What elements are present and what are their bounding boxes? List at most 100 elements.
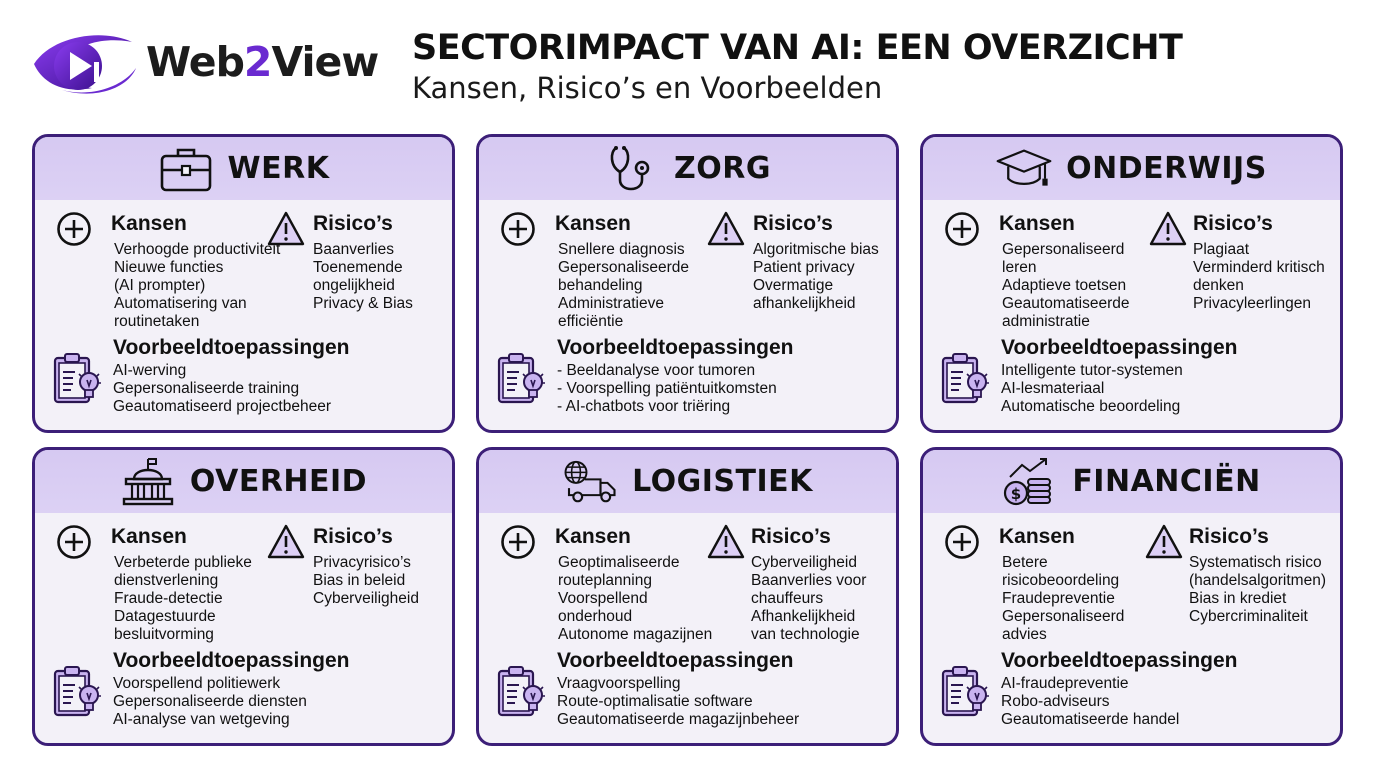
opportunity-item: behandeling: [558, 277, 643, 294]
risk-item: Algoritmische bias: [753, 241, 879, 258]
example-item: Automatische beoordeling: [1001, 398, 1181, 415]
clipboard-lightbulb-icon: [939, 350, 995, 406]
card-header: FINANCIËN: [923, 450, 1340, 513]
clipboard-lightbulb-icon: [495, 350, 551, 406]
opportunities-heading: Kansen: [999, 525, 1075, 548]
plus-circle-icon: [943, 523, 981, 561]
sector-title: OVERHEID: [189, 464, 368, 499]
clipboard-lightbulb-icon: [939, 663, 995, 719]
opportunity-item: Verbeterde publieke: [114, 554, 252, 571]
examples-heading: Voorbeeldtoepassingen: [557, 336, 794, 359]
example-item: AI-lesmateriaal: [1001, 380, 1105, 397]
clipboard-lightbulb-icon: [51, 663, 107, 719]
opportunity-item: onderhoud: [558, 608, 633, 625]
sector-title: LOGISTIEK: [632, 464, 813, 499]
opportunity-item: advies: [1002, 626, 1047, 643]
opportunity-item: administratie: [1002, 313, 1090, 330]
examples-heading: Voorbeeldtoepassingen: [1001, 649, 1238, 672]
example-item: AI-analyse van wetgeving: [113, 711, 290, 728]
opportunity-item: (AI prompter): [114, 277, 206, 294]
warning-triangle-icon: [707, 523, 745, 561]
example-item: Robo-adviseurs: [1001, 693, 1110, 710]
risk-item: Privacyleerlingen: [1193, 295, 1312, 312]
risk-item: Privacy & Bias: [313, 295, 413, 312]
opportunity-item: Voorspellend: [558, 590, 648, 607]
risk-item: Plagiaat: [1193, 241, 1250, 258]
risk-item: Cybercriminaliteit: [1189, 608, 1308, 625]
risk-item: Cyberveiligheid: [313, 590, 419, 607]
opportunity-item: Administratieve: [558, 295, 664, 312]
opportunity-item: Verhoogde productiviteit: [114, 241, 281, 258]
stethoscope-icon: [604, 144, 660, 194]
warning-triangle-icon: [1149, 210, 1187, 248]
coins-growth-icon: [1002, 457, 1058, 507]
risk-item: Toenemende: [313, 259, 403, 276]
risks-heading: Risico’s: [1193, 212, 1273, 235]
example-item: Intelligente tutor-systemen: [1001, 362, 1183, 379]
opportunity-item: Adaptieve toetsen: [1002, 277, 1127, 294]
opportunity-item: efficiëntie: [558, 313, 624, 330]
opportunity-item: Gepersonaliseerde: [558, 259, 689, 276]
brand-name: Web2View: [146, 38, 379, 86]
opportunity-item: Gepersonaliseerd: [1002, 608, 1125, 625]
opportunity-item: Nieuwe functies: [114, 259, 224, 276]
opportunity-item: Snellere diagnosis: [558, 241, 685, 258]
opportunities-heading: Kansen: [555, 525, 631, 548]
examples-heading: Voorbeeldtoepassingen: [113, 649, 350, 672]
clipboard-lightbulb-icon: [495, 663, 551, 719]
opportunity-item: Datagestuurde: [114, 608, 216, 625]
example-item: Geautomatiseerde magazijnbeheer: [557, 711, 800, 728]
risk-item: denken: [1193, 277, 1244, 294]
government-building-icon: [120, 457, 176, 507]
examples-heading: Voorbeeldtoepassingen: [557, 649, 794, 672]
warning-triangle-icon: [267, 210, 305, 248]
opportunity-item: leren: [1002, 259, 1037, 276]
page-title: SECTORIMPACT VAN AI: EEN OVERZICHT: [412, 28, 1183, 68]
risk-item: afhankelijkheid: [753, 295, 856, 312]
plus-circle-icon: [499, 523, 537, 561]
risk-item: Privacyrisico’s: [313, 554, 411, 571]
opportunity-item: routinetaken: [114, 313, 200, 330]
opportunity-item: Geoptimaliseerde: [558, 554, 680, 571]
examples-section: Voorbeeldtoepassingen Voorspellend polit…: [51, 649, 441, 735]
eye-play-chart-icon: [34, 35, 136, 94]
sector-title: WERK: [227, 151, 330, 186]
briefcase-icon: [158, 144, 214, 194]
clipboard-lightbulb-icon: [51, 350, 107, 406]
opportunities-heading: Kansen: [999, 212, 1075, 235]
risk-item: van technologie: [751, 626, 860, 643]
risk-item: Bias in krediet: [1189, 590, 1287, 607]
sector-title: ZORG: [674, 151, 771, 186]
warning-triangle-icon: [707, 210, 745, 248]
risk-item: Verminderd kritisch: [1193, 259, 1325, 276]
sector-title: ONDERWIJS: [1066, 151, 1267, 186]
example-item: Geautomatiseerd projectbeheer: [113, 398, 331, 415]
card-header: OVERHEID: [35, 450, 452, 513]
card-header: ONDERWIJS: [923, 137, 1340, 200]
risk-item: Cyberveiligheid: [751, 554, 857, 571]
opportunity-item: Autonome magazijnen: [558, 626, 713, 643]
example-item: Voorspellend politiewerk: [113, 675, 281, 692]
card-header: ZORG: [479, 137, 896, 200]
risk-item: Bias in beleid: [313, 572, 406, 589]
risk-item: Overmatige: [753, 277, 834, 294]
example-item: - Voorspelling patiëntuitkomsten: [557, 380, 777, 397]
example-item: - Beeldanalyse voor tumoren: [557, 362, 756, 379]
opportunity-item: Geautomatiseerde: [1002, 295, 1130, 312]
risk-item: Afhankelijkheid: [751, 608, 856, 625]
page-subtitle: Kansen, Risico’s en Voorbeelden: [412, 71, 883, 105]
